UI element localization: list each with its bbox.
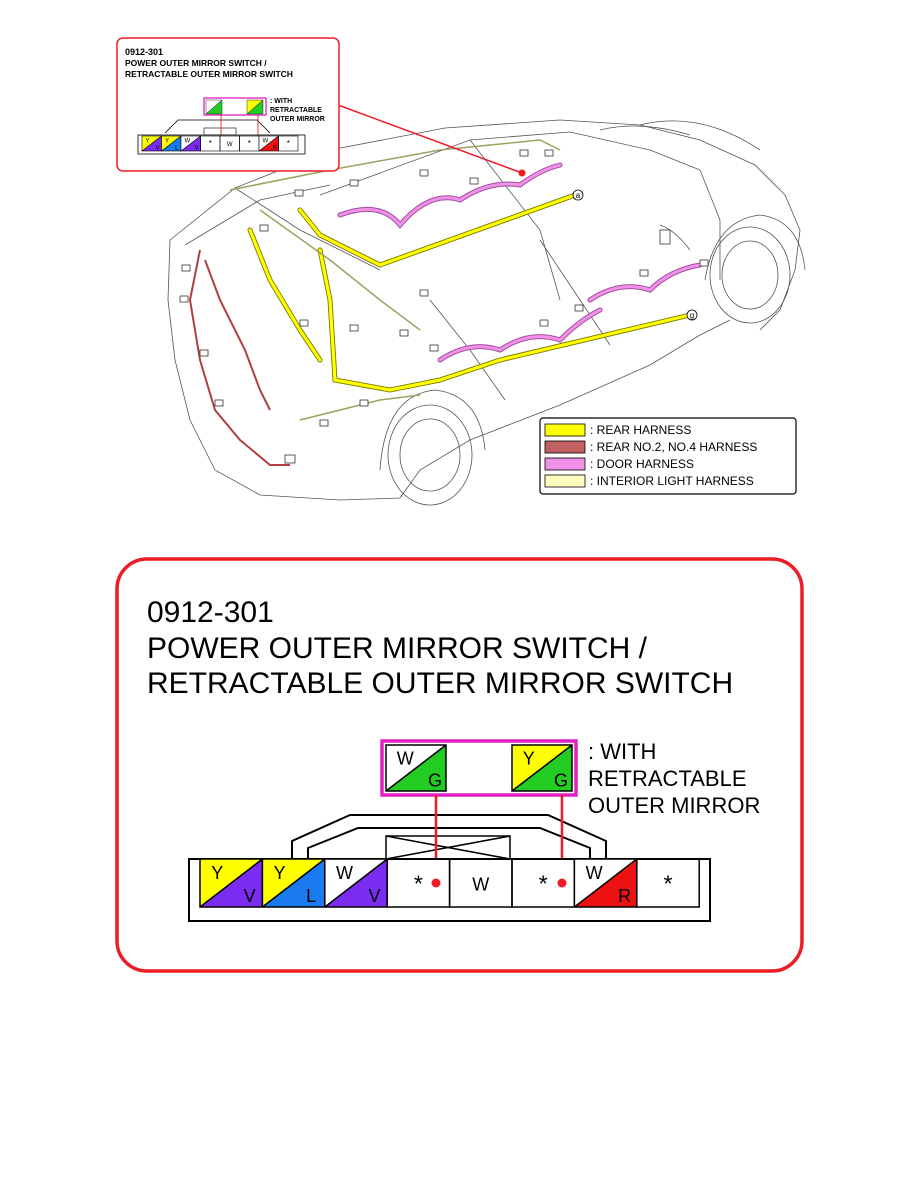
optional-pin-2-bottom-letter: G [554,770,568,790]
top-callout-note-line1: : WITH [270,98,292,105]
door-harness-wires-fill [338,163,702,362]
top-callout-connector-pin-8-unused-symbol: * [287,139,290,148]
legend-swatch-rear-harness [544,423,586,437]
main-connector-pin-3-bottom-letter: V [368,886,380,906]
top-callout-connector-pin-1-bottom-letter: V [156,146,160,152]
top-callout: 0912-301 POWER OUTER MIRROR SWITCH / RET… [116,37,340,172]
top-callout-connector-pin-4-unused-symbol: * [209,139,212,148]
top-callout-connector-pin-3-bottom-letter: V [195,146,199,152]
top-callout-connector-pin-1-top-letter: Y [146,138,150,144]
marker-g-label: g [690,311,694,320]
main-connector-pin-1-bottom-letter: V [244,886,256,906]
main-connector-pin-7-top-letter: W [586,863,603,883]
harness-connectors [179,149,709,464]
legend-label-door-harness: : DOOR HARNESS [590,457,694,471]
main-connector-pin-5-letter: W [472,875,489,895]
main-connector-pin-3-top-letter: W [336,863,353,883]
rear-harness-wires-fill [248,193,692,392]
callout-leader-line [337,104,523,174]
detail-code: 0912-301 [147,596,274,629]
optional-pin-1-top-letter: W [397,748,414,768]
main-connector-pin-7-bottom-letter: R [618,886,631,906]
optional-pin-1: WG [385,744,447,792]
top-callout-connector-pin-3: WV [180,135,201,152]
top-callout-connector-pin-8: * [278,135,299,152]
optional-pin-2: YG [511,744,573,792]
detail-note-line2: RETRACTABLE [588,766,747,791]
car-illustration [167,119,806,506]
top-callout-note-line2: RETRACTABLE [270,107,322,114]
main-connector-pin-1-top-letter: Y [211,863,223,883]
top-callout-connector-pin-2: YL [161,135,182,152]
main-connector-pin-1: YV [199,858,264,908]
main-connector-pin-3: WV [324,858,388,908]
legend-swatch-interior-light-harness [544,474,586,488]
legend-label-rear-harness: : REAR HARNESS [590,423,691,437]
top-callout-title-line2: RETRACTABLE OUTER MIRROR SWITCH [125,69,293,79]
top-callout-connector-pin-1: YV [141,135,162,152]
harness-legend: : REAR HARNESS : REAR NO.2, NO.4 HARNESS… [539,417,797,495]
main-connector-pin-2: YL [261,858,326,908]
top-callout-title-line1: POWER OUTER MIRROR SWITCH / [125,58,267,68]
legend-swatch-door-harness [544,457,586,471]
detail-note-line3: OUTER MIRROR [588,793,760,818]
main-connector-pin-7: WR [573,858,638,908]
top-callout-connector-pin-7-top-letter: W [263,138,269,144]
top-callout-connector-pin-5-letter: W [227,142,233,148]
detail-note-line1: : WITH [588,739,656,764]
top-callout-connector-pin-2-bottom-letter: L [175,146,179,152]
rear-no2-harness-wires [188,249,290,466]
rear-harness-wires [247,192,693,393]
connector-marker-g: g [686,309,698,321]
legend-label-rear-no2-harness: : REAR NO.2, NO.4 HARNESS [590,440,757,454]
main-connector-pin-2-bottom-letter: L [306,886,316,906]
detail-callout: 0912-301 POWER OUTER MIRROR SWITCH / RET… [115,557,804,973]
legend-swatch-rear-no2-harness [544,440,586,454]
top-callout-code: 0912-301 [125,47,163,57]
main-connector-pin-8-unused-symbol: * [663,871,672,897]
optional-pins-frame [380,739,578,797]
main-connector-pin-4-unused-symbol: * [414,871,423,897]
main-connector-pin-2-top-letter: Y [274,863,286,883]
optional-pin-1-bottom-letter: G [428,770,442,790]
callout-anchor-dot [518,169,526,177]
top-callout-connector-pin-2-top-letter: Y [165,138,169,144]
top-callout-connector-pin-3-top-letter: W [185,138,191,144]
main-connector-pin-8: * [636,858,700,908]
legend-label-interior-light-harness: : INTERIOR LIGHT HARNESS [590,474,754,488]
top-callout-connector-pin-7: WR [258,135,279,152]
connector-marker-a: a [572,189,584,201]
top-callout-note-line3: OUTER MIRROR [270,116,325,123]
detail-title-line2: RETRACTABLE OUTER MIRROR SWITCH [147,667,733,700]
main-connector-pin-6-unused-symbol: * [539,871,548,897]
top-callout-connector-pin-6-unused-symbol: * [248,139,251,148]
top-callout-connector-pin-7-bottom-letter: R [273,146,278,152]
marker-a-label: a [576,191,581,200]
detail-title-line1: POWER OUTER MIRROR SWITCH / [147,632,648,665]
optional-pin-2-top-letter: Y [523,748,535,768]
